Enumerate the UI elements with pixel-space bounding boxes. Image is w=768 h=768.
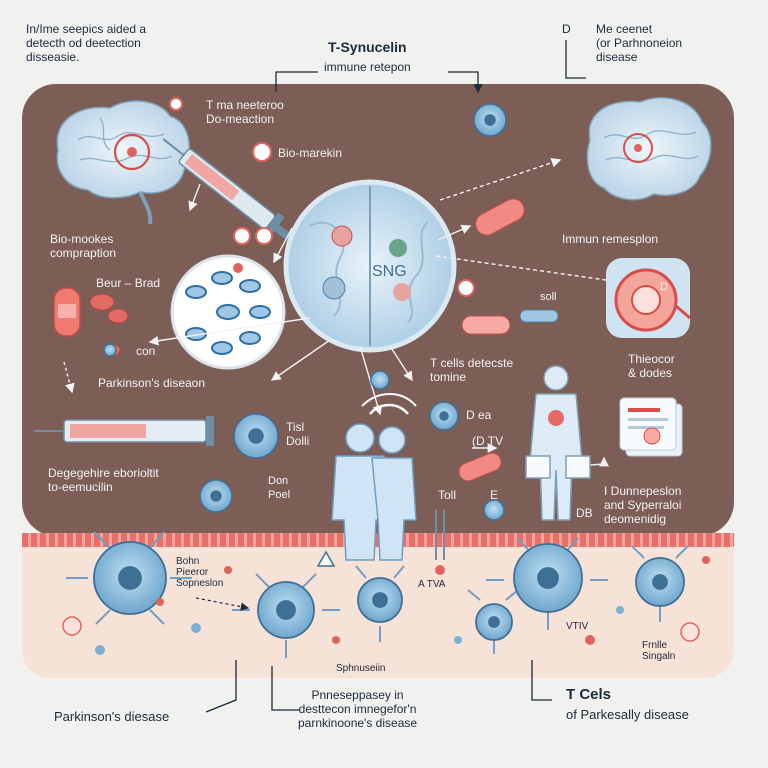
top-center-subtitle: immune retepon: [324, 60, 411, 74]
long-syringe-icon: [34, 416, 214, 446]
label-line: Bio-mookes: [50, 232, 114, 246]
tma-label: T ma neeteroo Do-meaction: [206, 98, 284, 126]
label-line: Don: [268, 475, 289, 487]
biomarkin-label: Bio-marekin: [278, 146, 343, 160]
lower-particles: [62, 550, 710, 655]
beur-label: Beur – Brad: [96, 276, 161, 290]
label-line: Poel: [268, 489, 291, 501]
parkinsons-tag-label: Parkinson's diseaon: [98, 376, 206, 390]
frnlle-label: Frnlle Singaln: [642, 640, 675, 662]
vertical-channel: [435, 510, 445, 560]
svg-text:SNG: SNG: [372, 263, 407, 280]
label-line: Degegehire eborioltit: [48, 466, 159, 480]
lower-dashed-arrow: [195, 597, 250, 611]
dtv-label: (D TV: [472, 434, 504, 448]
cell-membrane-divider: [22, 533, 734, 547]
bottom-connectors: [205, 660, 552, 713]
caption-line: desttecon imnegefor'n: [298, 702, 417, 716]
sample-vial-icon: [53, 287, 81, 337]
caption-line: Me ceenet: [596, 22, 653, 36]
dea-label: D ea: [466, 408, 492, 422]
caption-line: parnkinoone's disease: [298, 716, 418, 730]
label-line: Frnlle: [642, 640, 668, 651]
label-line: Tisl: [286, 420, 305, 434]
label-line: & dodes: [628, 366, 673, 380]
top-right-caption: Me ceenet (or Parhnoneion disease: [596, 22, 682, 64]
bottom-right-title: T Cels: [566, 686, 612, 703]
cell-closeup-icon: [606, 258, 691, 338]
lower-immune-cells: [66, 531, 689, 658]
label-line: I Dunnepeslon: [604, 484, 682, 498]
cell-array-circle: [170, 254, 286, 370]
top-right-letter: D: [562, 22, 571, 36]
right-brain-icon: [586, 97, 712, 201]
label-line: tomine: [430, 370, 467, 384]
label-line: Thieocor: [628, 352, 675, 366]
flow-arrows: [63, 158, 622, 467]
soll-label: soll: [540, 291, 557, 303]
label-line: T ma neeteroo: [206, 98, 284, 112]
cell-d-label: D: [660, 281, 668, 293]
caption-line: disease: [596, 50, 638, 64]
db-label: DB: [576, 506, 593, 520]
sphnusiin-label: Sphnuseiin: [336, 663, 386, 674]
caption-line: disseasie.: [26, 50, 80, 64]
label-line: Pieeror: [176, 567, 209, 578]
human-body-icon: [525, 365, 591, 521]
tisl-label: Tisl Dolli: [286, 420, 309, 448]
degenerative-label: Degegehire eborioltit to-eemucilin: [48, 466, 159, 494]
caption-line: In/Ime seepics aided a: [26, 22, 147, 36]
top-center-title: T-Synucelin: [328, 39, 407, 55]
label-line: compraption: [50, 246, 117, 260]
patient-figures-icon: [331, 393, 417, 561]
aivia-label: A TVA: [418, 579, 446, 590]
bottom-center-caption: Pnneseppasey in desttecon imnegefor'n pa…: [298, 688, 417, 730]
top-left-caption: In/Ime seepics aided a detecth od deetec…: [26, 22, 146, 64]
thiecocor-label: Thieocor & dodes: [628, 352, 675, 380]
caption-line: (or Parhnoneion: [596, 36, 683, 50]
label-line: Singaln: [642, 651, 676, 662]
immune-cells-small: [103, 103, 507, 521]
report-document-icon: [619, 397, 683, 457]
bottom-left-caption: Parkinson's diesase: [54, 709, 170, 724]
bottom-right-subtitle: of Parkesally disease: [566, 707, 689, 722]
bohn-label: Bohn Pieeror Sopneslon: [176, 556, 223, 589]
con-label: con: [136, 344, 156, 358]
label-line: Bohn: [176, 556, 200, 567]
label-line: Sopneslon: [176, 578, 224, 589]
top-connectors: [275, 40, 586, 94]
caption-line: detecth od deetection: [26, 36, 141, 50]
e-label: E: [490, 488, 499, 502]
label-line: Dolli: [286, 434, 310, 448]
biomookes-label: Bio-mookes compraption: [50, 232, 116, 260]
label-line: deomenidig: [604, 512, 667, 526]
don-label: Don Poel: [268, 474, 290, 502]
toll-label: Toll: [438, 488, 457, 502]
immun-label: Immun remesplon: [562, 232, 659, 246]
cells-detecte-label: T cells detecste tomine: [430, 356, 513, 384]
label-line: and Syperraloi: [604, 498, 682, 512]
caption-line: Pnneseppasey in: [311, 688, 404, 702]
t-badges: [169, 97, 475, 297]
lower-right-caption: I Dunnepeslon and Syperraloi deomenidig: [604, 484, 681, 526]
left-brain-icon: [56, 100, 191, 225]
label-line: Do-meaction: [206, 112, 275, 126]
capsule-icons: [458, 198, 559, 482]
label-line: T cells detecste: [430, 356, 514, 370]
label-line: to-eemucilin: [48, 480, 113, 494]
vtiv-label: VTIV: [566, 621, 589, 632]
central-neuron-circle: SNG: [283, 179, 457, 353]
